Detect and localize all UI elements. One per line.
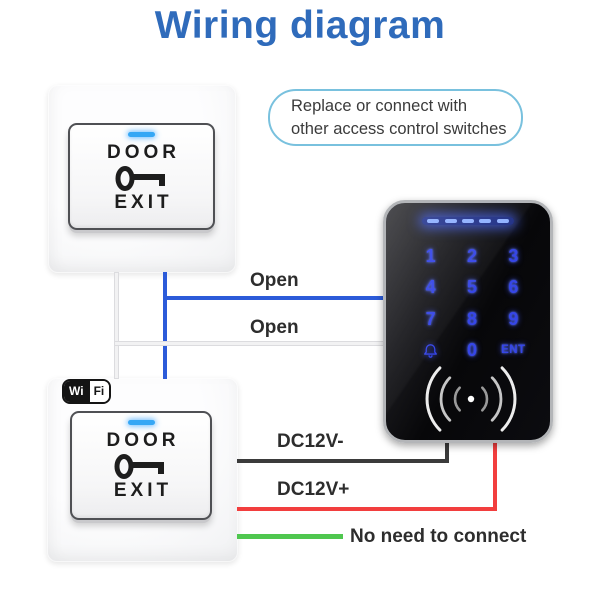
- key-0: 0: [466, 339, 477, 360]
- wire-dc12v-minus-drop: [445, 441, 449, 463]
- key-ent: ENT: [501, 344, 526, 357]
- wifi-badge: Wi Fi: [62, 379, 112, 404]
- label-open-top: Open: [250, 270, 299, 291]
- access-control-keypad: 1 2 3 4 5 6 7 8 9 0 ENT: [383, 200, 553, 443]
- wifi-badge-wi: Wi: [64, 381, 88, 402]
- callout-note: Replace or connect with other access con…: [268, 89, 523, 146]
- label-dc12v-plus: DC12V+: [277, 479, 350, 500]
- door-label: DOOR: [107, 142, 180, 163]
- callout-line-1: Replace or connect with: [291, 96, 468, 115]
- exit-button-bottom-face: DOOR EXIT: [70, 411, 212, 520]
- key-9: 9: [508, 308, 519, 329]
- wire-open-gray: [114, 341, 387, 346]
- exit-label: EXIT: [114, 192, 173, 213]
- label-no-connect: No need to connect: [350, 526, 527, 547]
- key-icon: [114, 454, 164, 479]
- led-indicator: [128, 132, 155, 137]
- wire-dc12v-plus-drop: [493, 441, 497, 511]
- rfid-reader-arcs: [425, 366, 517, 432]
- key-icon: [115, 166, 165, 191]
- key-5: 5: [466, 277, 477, 298]
- door-label: DOOR: [106, 430, 180, 451]
- wire-no-connect: [237, 534, 343, 539]
- wifi-badge-fi: Fi: [87, 381, 110, 402]
- exit-button-bottom: DOOR EXIT: [47, 378, 238, 562]
- key-2: 2: [466, 246, 477, 267]
- label-open-bottom: Open: [250, 317, 299, 338]
- wire-open-blue: [163, 296, 387, 300]
- key-1: 1: [425, 246, 436, 267]
- exit-button-top: DOOR EXIT: [48, 85, 236, 273]
- callout-line-2: other access control switches: [291, 119, 507, 138]
- wire-dc12v-minus: [237, 459, 449, 463]
- page-title: Wiring diagram: [154, 4, 446, 47]
- keypad-grid: 1 2 3 4 5 6 7 8 9 0 ENT: [410, 241, 534, 366]
- key-7: 7: [425, 308, 436, 329]
- doorbell-icon: [410, 335, 451, 366]
- wire-blue-vertical: [163, 272, 167, 379]
- exit-label: EXIT: [113, 480, 173, 501]
- led-status-bar: [422, 217, 514, 225]
- exit-button-top-face: DOOR EXIT: [68, 123, 215, 230]
- led-indicator: [127, 420, 155, 425]
- key-8: 8: [466, 308, 477, 329]
- key-6: 6: [508, 277, 519, 298]
- wire-gray-vertical: [114, 272, 119, 379]
- key-4: 4: [425, 277, 436, 298]
- key-3: 3: [508, 246, 519, 267]
- label-dc12v-minus: DC12V-: [277, 431, 344, 452]
- wire-dc12v-plus: [237, 507, 497, 511]
